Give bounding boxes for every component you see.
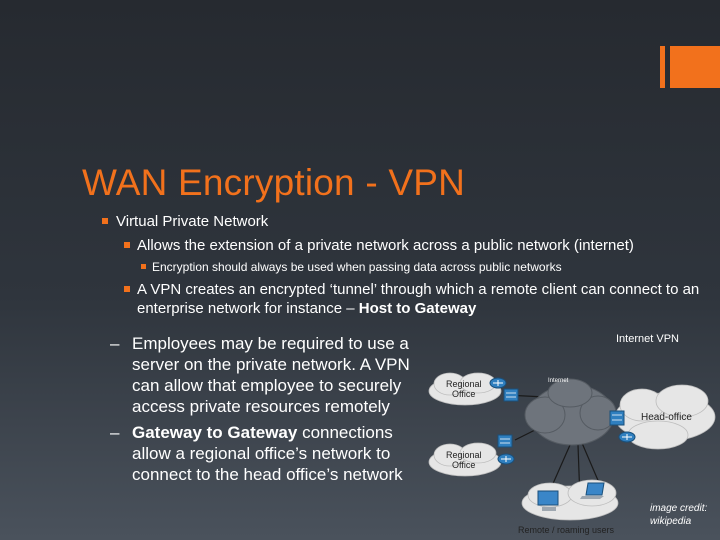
dash-item-gateway: – Gateway to Gateway connections allow a… (110, 422, 415, 485)
accent-bar-thick (670, 46, 720, 88)
bullet-encryption: Encryption should always be used when pa… (100, 259, 710, 275)
firewall-icon (609, 410, 625, 426)
dash-item-gateway-text: connections allow a regional office’s ne… (132, 423, 403, 484)
diagram-title: Internet VPN (616, 333, 679, 345)
slide-title: WAN Encryption - VPN (82, 162, 465, 203)
firewall-icon (497, 434, 513, 448)
laptop-icon (580, 482, 605, 499)
regional-office-2-line1: Regional (446, 450, 482, 460)
dash-marker: – (110, 334, 120, 353)
router-icon (618, 431, 636, 443)
image-credit: image credit: wikipedia (650, 503, 708, 527)
computer-icon (537, 490, 559, 511)
bullet-tunnel: A VPN creates an encrypted ‘tunnel’ thro… (100, 280, 710, 318)
head-office-cloud (614, 384, 716, 450)
bullet-tunnel-text: A VPN creates an encrypted ‘tunnel’ thro… (137, 281, 700, 317)
bullet-tunnel-bold: Host to Gateway (358, 300, 477, 317)
vpn-diagram: Internet Regional Office Regional Office… (428, 333, 716, 535)
router-icon (497, 453, 515, 465)
dash-item-employees-text: Employees may be required to use a serve… (132, 334, 410, 416)
bullet-list: Virtual Private Network Allows the exten… (100, 212, 710, 318)
internet-label: Internet (548, 378, 569, 384)
dash-item-employees: – Employees may be required to use a ser… (110, 333, 415, 417)
regional-office-cloud-2 (428, 442, 502, 477)
bullet-extension: Allows the extension of a private networ… (100, 236, 710, 255)
internet-cloud (524, 378, 617, 446)
remote-users-label: Remote / roaming users (518, 525, 615, 535)
left-column: – Employees may be required to use a ser… (110, 333, 415, 490)
regional-office-1-line1: Regional (446, 379, 482, 389)
head-office-label: Head-office (641, 412, 692, 423)
dash-marker: – (110, 423, 120, 442)
accent-bars (660, 46, 720, 88)
bullet-vpn: Virtual Private Network (100, 212, 710, 231)
router-icon (489, 377, 507, 389)
regional-office-2-line2: Office (452, 460, 475, 470)
firewall-icon (503, 388, 519, 402)
dash-item-gateway-bold: Gateway to Gateway (132, 423, 298, 442)
regional-office-cloud-1 (428, 372, 502, 406)
regional-office-1-line2: Office (452, 389, 475, 399)
accent-bar-thin (660, 46, 665, 88)
